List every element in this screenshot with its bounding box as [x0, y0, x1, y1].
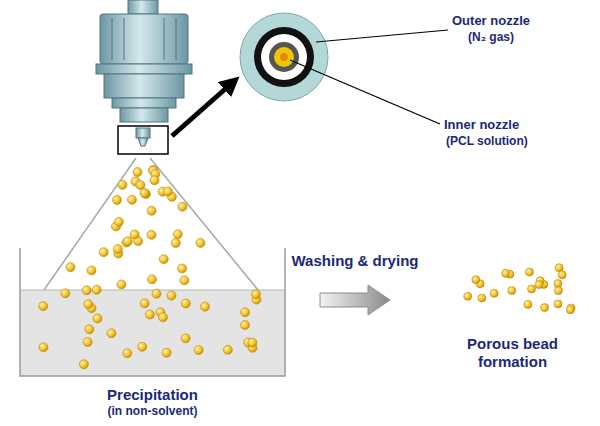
droplet [152, 289, 161, 298]
droplet [114, 217, 123, 226]
droplet [85, 325, 94, 334]
spray-cone [44, 158, 258, 290]
bead [524, 300, 532, 308]
droplet [171, 238, 180, 247]
nozzle-cross-section [240, 13, 328, 101]
bead [472, 276, 480, 284]
droplet [39, 302, 48, 311]
droplet [140, 189, 149, 198]
droplet [241, 308, 250, 317]
droplet [158, 313, 167, 322]
part-note: (N₂ gas) [468, 31, 514, 45]
spray-droplets [39, 166, 261, 369]
droplet [113, 245, 122, 254]
droplet [178, 264, 187, 273]
bead [535, 281, 543, 289]
droplet [133, 168, 142, 177]
droplet [248, 338, 257, 347]
droplet [163, 187, 172, 196]
droplet [148, 275, 157, 284]
porous-beads [464, 264, 575, 314]
droplet [61, 289, 70, 298]
bead [566, 306, 574, 314]
droplet [162, 348, 171, 357]
bead [502, 269, 510, 277]
droplet [147, 206, 156, 215]
droplet [84, 300, 93, 309]
droplet [200, 302, 209, 311]
droplet [167, 291, 176, 300]
bead [525, 268, 533, 276]
droplet [123, 237, 132, 246]
zoom-arrow [172, 83, 232, 136]
leader-line [290, 60, 440, 124]
droplet [196, 238, 205, 247]
part-label: Outer nozzle [452, 14, 530, 29]
droplet [251, 290, 260, 299]
part-note: (PCL solution) [446, 135, 528, 149]
droplet [140, 299, 149, 308]
droplet [83, 338, 92, 347]
bead [554, 300, 562, 308]
droplet [136, 181, 145, 190]
leader-line [316, 30, 448, 42]
bead [558, 271, 566, 279]
droplet [79, 360, 88, 369]
droplet [99, 248, 108, 257]
bead-product: Porous bead formation [390, 255, 595, 375]
droplet [127, 195, 136, 204]
droplet [39, 343, 48, 352]
bead [508, 287, 516, 295]
droplet [181, 334, 190, 343]
droplet [92, 285, 101, 294]
bead [541, 304, 549, 312]
bead [478, 294, 486, 302]
droplet [66, 263, 75, 272]
droplet [138, 342, 147, 351]
droplet [82, 286, 91, 295]
node-caption: Porous bead formation [445, 335, 580, 371]
droplet [223, 345, 232, 354]
droplet [117, 280, 126, 289]
process-arrow [320, 285, 390, 315]
droplet [178, 202, 187, 211]
bead [490, 289, 498, 297]
droplet [147, 230, 156, 239]
droplet [130, 230, 139, 239]
droplet [118, 180, 127, 189]
droplet [181, 299, 190, 308]
droplet [150, 176, 159, 185]
droplet [123, 349, 132, 358]
droplet [145, 310, 154, 319]
droplet [107, 329, 116, 338]
droplet [241, 320, 250, 329]
droplet [113, 195, 122, 204]
droplet [180, 276, 189, 285]
node-caption: (in non-solvent) [20, 404, 285, 418]
droplet [87, 266, 96, 275]
bead [464, 292, 472, 300]
part-label: Inner nozzle [444, 118, 519, 133]
droplet [93, 314, 102, 323]
edge-label: Washing & drying [289, 252, 422, 269]
droplet [194, 346, 203, 355]
droplet [159, 255, 168, 264]
droplet [173, 230, 182, 239]
bead [555, 264, 563, 272]
precipitation-bath: Precipitation(in non-solvent) [15, 240, 320, 422]
bead [528, 285, 536, 293]
bead [554, 287, 562, 295]
node-caption: Precipitation [20, 386, 285, 404]
